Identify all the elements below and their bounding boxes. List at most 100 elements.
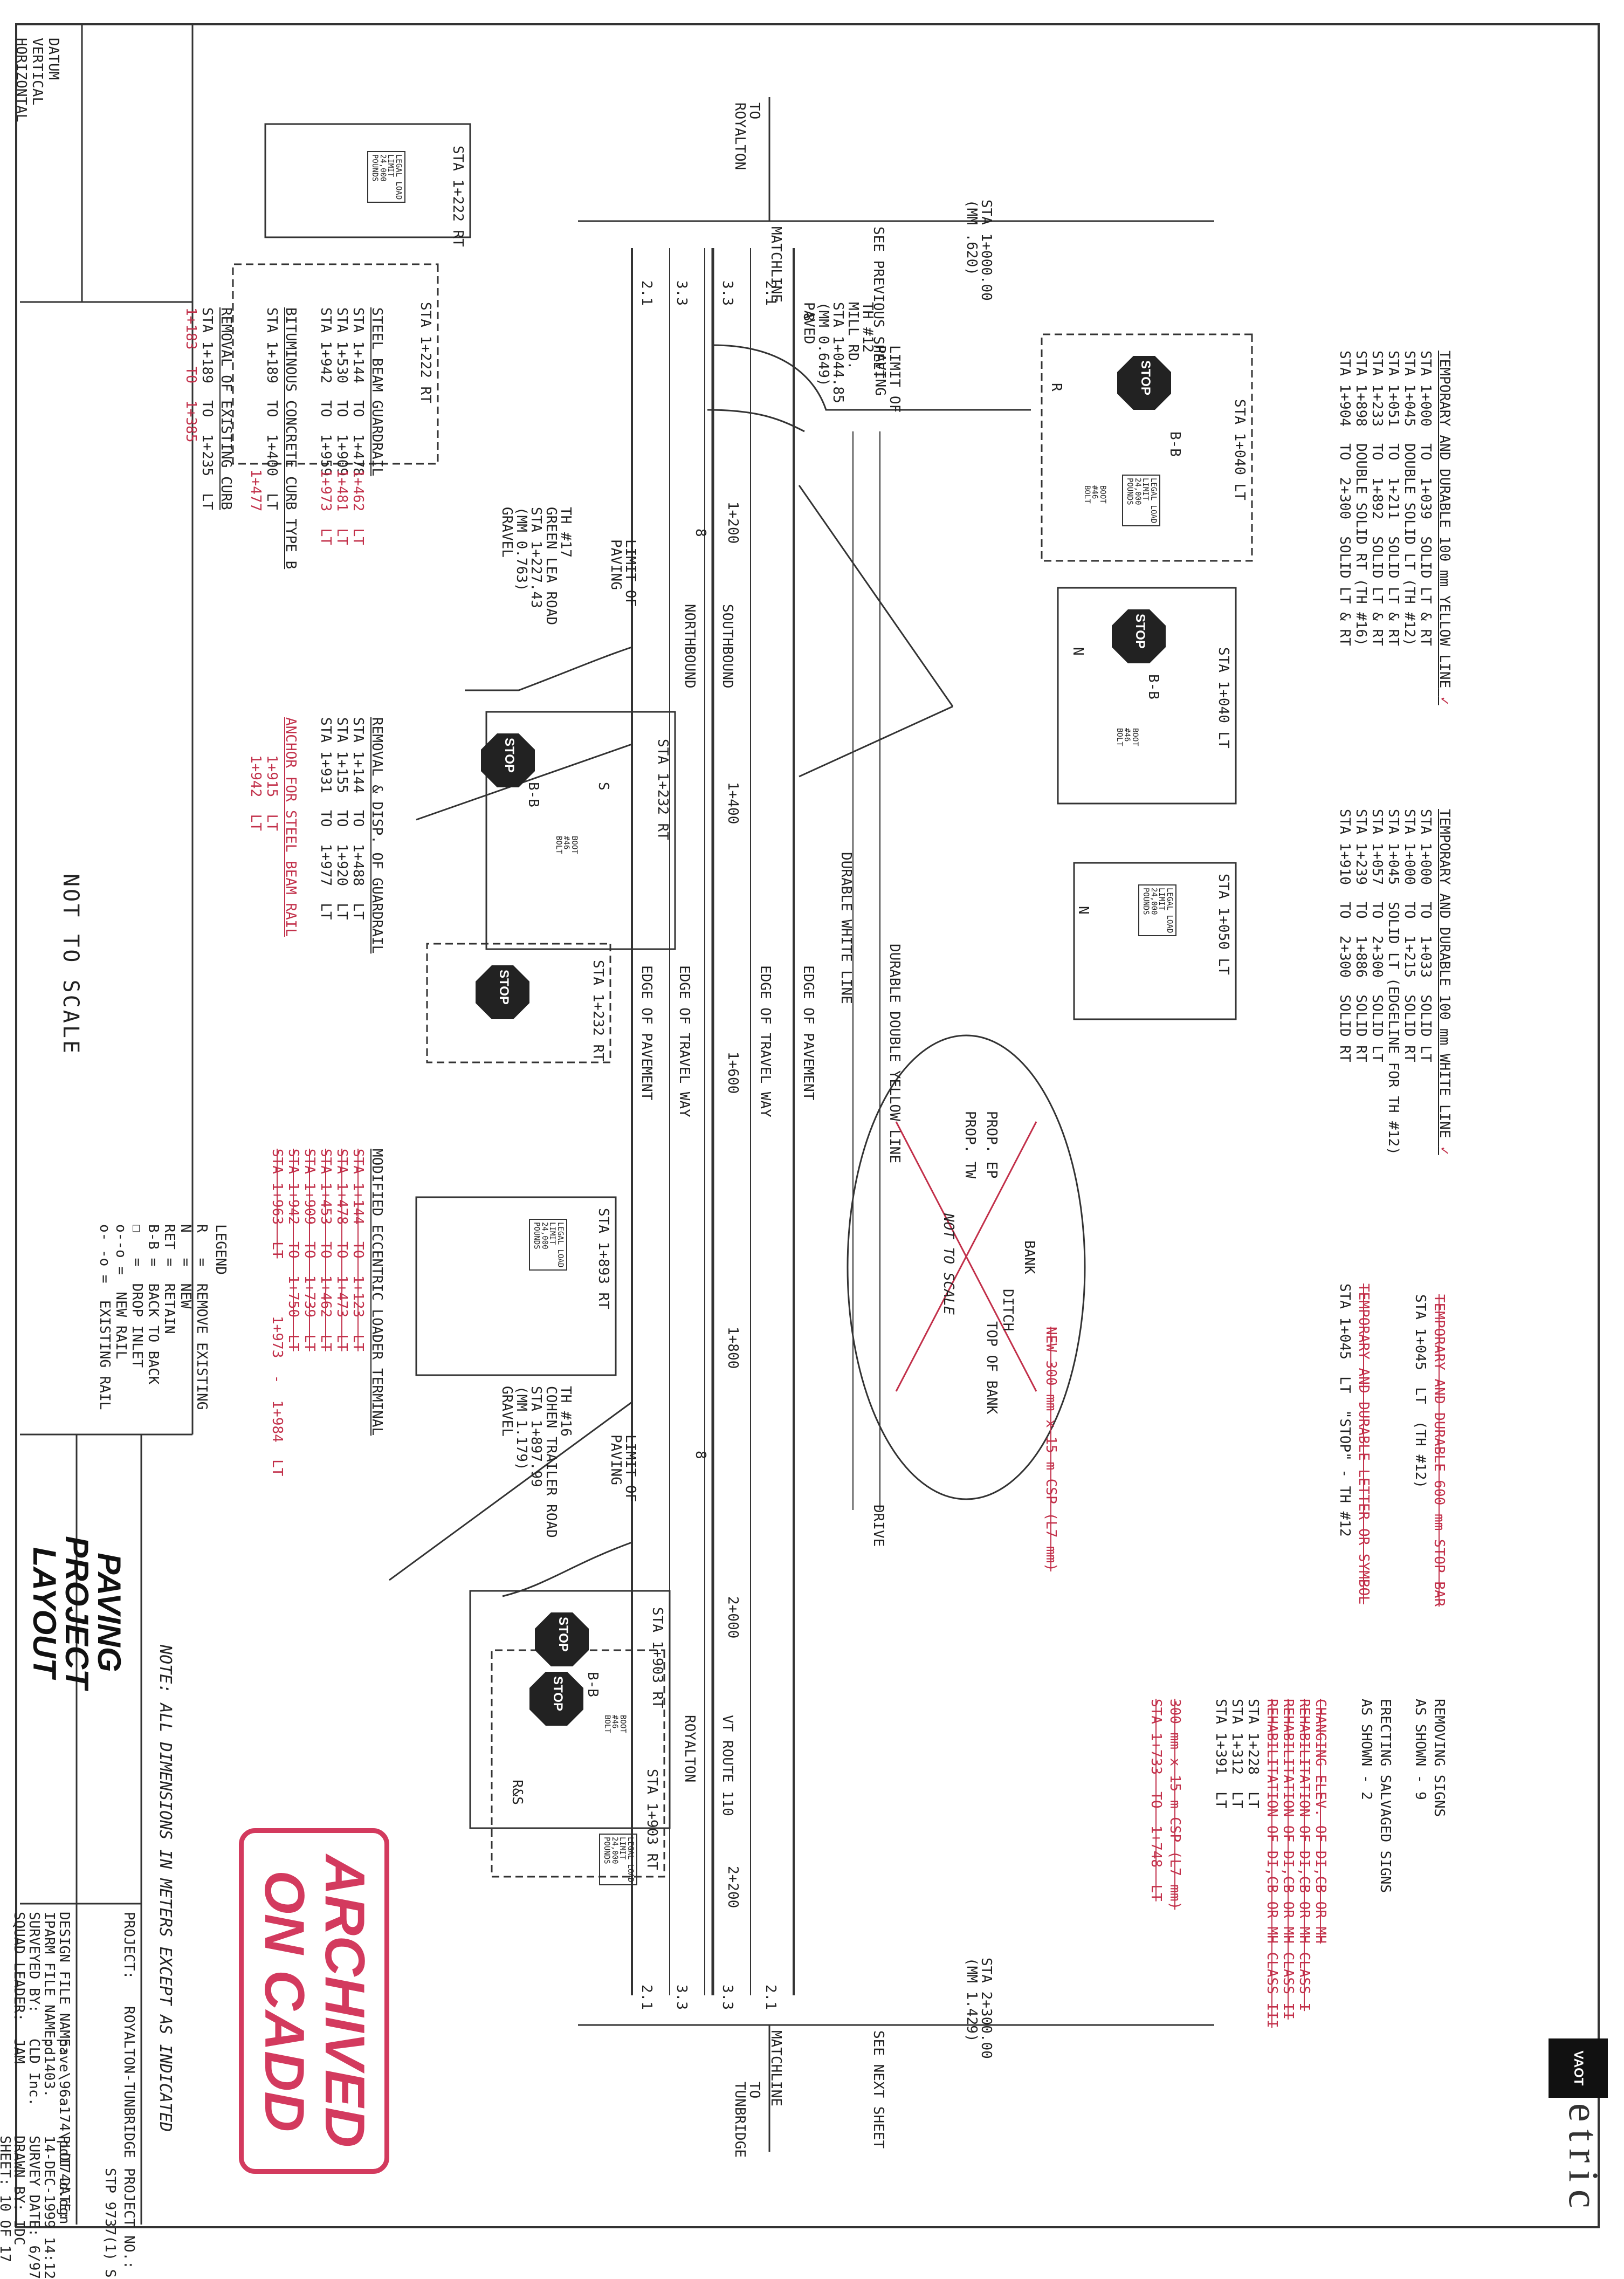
legend-item: ☐ = DROP INLET <box>129 1224 144 1368</box>
white-line-row: STA 1+000 TO 1+033 SOLID LT <box>1418 809 1433 1062</box>
erecting-signs: ERECTING SALVAGED SIGNS <box>1378 1699 1392 1893</box>
squad-leader: JAM <box>11 2038 26 2064</box>
dim-top: 2.1 <box>763 280 777 306</box>
dim-bottom: 3.3 <box>674 1985 689 2010</box>
stop-sign-text: STOP <box>1133 614 1147 649</box>
station-label: 2+000 <box>725 1596 740 1638</box>
sign-sta-label: STA 1+040 LT <box>1232 399 1247 500</box>
plot-date-label: PLOT DATE: <box>57 2136 71 2220</box>
changing-row: STA 1+312 LT <box>1229 1699 1244 1809</box>
limit-of-paving-th16: LIMIT OF PAVING <box>608 1434 637 1502</box>
limit-of-paving-th17: LIMIT OF PAVING <box>608 539 637 607</box>
sign-sta-label: STA 1+040 LT <box>1216 647 1230 749</box>
boot-sign: BOOT #46 BOLT <box>603 1715 627 1733</box>
vertical-label: VERTICAL <box>30 38 44 105</box>
inset-ditch: DITCH <box>1000 1289 1015 1331</box>
dim-top: 2.1 <box>639 280 653 306</box>
yellow-line-row: STA 1+898 DOUBLE SOLID RT (TH #16) <box>1353 351 1368 646</box>
sign-sta-label: STA 1+232 RT <box>590 960 605 1061</box>
stop-sign-text: STOP <box>551 1676 565 1711</box>
edge-of-pavement-top: EDGE OF PAVEMENT <box>801 965 815 1100</box>
dim-top: 3.3 <box>674 280 689 306</box>
datum-label: DATUM <box>46 38 60 80</box>
sign-n: N <box>1076 906 1090 915</box>
inset-top-of-bank: TOP OF BANK <box>984 1321 999 1414</box>
survey-date-label: SURVEY DATE: <box>26 2136 42 2237</box>
legal-load-sign: LEGAL LOAD LIMIT 24,000 POUNDS <box>529 1219 567 1271</box>
sign-r: R <box>1049 383 1063 392</box>
remove-curb-red: 1+183 TO 1+385 <box>183 307 198 442</box>
guardrail-disposal-row: STA 1+144 TO 1+488 LT <box>350 717 365 920</box>
yellow-line-row: STA 1+904 TO 2+300 SOLID LT & RT <box>1337 351 1352 646</box>
stop-sign-text: STOP <box>556 1617 570 1652</box>
loader-terminal-extra: 1+973 - 1+984 LT <box>270 1316 284 1476</box>
anchor-row: 1+942 LT <box>248 755 263 831</box>
sign-s: S <box>596 782 610 791</box>
to-royalton: TO ROYALTON <box>732 102 761 170</box>
royalton-label: ROYALTON <box>682 1715 697 1782</box>
erecting-signs-value: AS SHOWN - 2 <box>1359 1699 1373 1800</box>
sign-sta-label: STA 1+903 RT <box>644 1769 659 1870</box>
loader-terminal-row: STA 1+453 TO 1+462 LT <box>318 1149 333 1351</box>
edge-of-travel-way-bottom: EDGE OF TRAVEL WAY <box>677 965 691 1117</box>
sheet-value: 10 OF 17 <box>0 2195 13 2262</box>
th16-callout: TH #16 COHEN TRAILER ROAD STA 1+897.99 (… <box>499 1386 573 1538</box>
route-label: VT ROUTE 110 <box>720 1715 734 1816</box>
dimensions-note: NOTE: ALL DIMENSIONS IN METERS EXCEPT AS… <box>157 1645 174 2132</box>
guardrail-disposal-row: STA 1+931 TO 1+977 LT <box>318 717 333 920</box>
white-line-title: TEMPORARY AND DURABLE 100 mm WHITE LINE … <box>1437 809 1451 1155</box>
white-line-row: STA 1+000 TO 1+215 SOLID RT <box>1402 809 1416 1062</box>
changing-row: STA 1+391 LT <box>1213 1699 1228 1809</box>
project-no-label: PROJECT NO.: <box>121 2168 136 2269</box>
archived-line: ON CADD <box>253 1855 314 2147</box>
iparm-label: IPARM FILE NAME: <box>42 1912 56 2047</box>
loader-terminal-row: STA 1+144 TO 1+123 LT <box>350 1149 365 1351</box>
stop-bar-row: STA 1+045 LT (TH #12) <box>1413 1294 1427 1488</box>
dim-eight: 8 <box>693 1451 707 1459</box>
legend-title: LEGEND <box>213 1224 228 1275</box>
th12-callout: TH #12 MILL RD. STA 1+044.85 (MM 0.649) … <box>801 302 875 403</box>
vaot-logo-badge: VAOT <box>1549 2038 1608 2098</box>
sta-end: STA 2+300.00 (MM 1.429) <box>964 1958 993 2059</box>
guardrail-disposal-title: REMOVAL & DISP. OF GUARDRAIL <box>369 717 384 953</box>
station-label: 2+200 <box>725 1866 740 1908</box>
legal-load-sign: LEGAL LOAD LIMIT 24,000 POUNDS <box>599 1834 637 1885</box>
changing-line: CHANGING ELEV. OF DI,CB OR MH <box>1313 1699 1327 1944</box>
white-line-title-text: TEMPORARY AND DURABLE 100 mm WHITE LINE <box>1436 809 1453 1138</box>
project-label: PROJECT: <box>121 1912 136 1979</box>
legend-item: N = NEW <box>178 1224 192 1309</box>
sheet-number: SHEET: 10 OF 17 <box>0 2136 12 2262</box>
design-file-label: DESIGN FILE NAME: <box>57 1912 71 2055</box>
title-line: PROJECT <box>60 1532 93 1693</box>
anchor-row: 1+915 LT <box>264 755 279 831</box>
to-tunbridge: TO TUNBRIDGE <box>732 2082 761 2158</box>
removing-signs: REMOVING SIGNS <box>1432 1699 1446 1817</box>
remove-curb-title: REMOVAL OF EXISTING CURB <box>218 307 233 510</box>
loader-terminal-row: STA 1+963 LT <box>270 1149 284 1259</box>
inset-prop-tw: PROP. TW <box>962 1111 977 1178</box>
dim-top: 3.3 <box>720 280 734 306</box>
horizontal-label: HORIZONTAL <box>13 38 28 122</box>
loader-terminal-row: STA 1+909 TO 1+739 LT <box>302 1149 316 1351</box>
stop-sign-text: STOP <box>497 970 511 1005</box>
sign-bb: B-B <box>585 1672 600 1697</box>
durable-white-line-label: DURABLE WHITE LINE <box>838 852 853 1004</box>
dim-bottom: 2.1 <box>763 1985 777 2010</box>
legal-load-sign: LEGAL LOAD LIMIT 24,000 POUNDS <box>1138 884 1176 936</box>
yellow-line-title-text: TEMPORARY AND DURABLE 100 mm YELLOW LINE <box>1436 351 1453 688</box>
curb-red: 1+477 <box>248 469 263 511</box>
survey-date-value: 6/97 <box>26 2246 42 2279</box>
csp-row: STA 1+733 TO 1+748 LT <box>1148 1699 1163 1902</box>
sign-sta-label: STA 1+222 RT <box>418 302 432 403</box>
inset-not-to-scale: NOT TO SCALE <box>941 1213 955 1315</box>
not-to-scale-label: NOT TO SCALE <box>59 874 82 1055</box>
yellow-line-row: STA 1+233 TO 1+892 SOLID LT & RT <box>1370 351 1384 646</box>
squad-label: SQUAD LEADER: <box>11 1912 26 2022</box>
th17-callout: TH #17 GREEN LEA ROAD STA 1+227.43 (MM 0… <box>499 507 573 625</box>
sheet-label: SHEET: <box>0 2136 13 2186</box>
anchor-title: ANCHOR FOR STEEL BEAM RAIL <box>283 717 298 937</box>
inset-prop-ep: PROP. EP <box>984 1111 999 1178</box>
sign-sta-label: STA 1+232 RT <box>655 739 670 840</box>
